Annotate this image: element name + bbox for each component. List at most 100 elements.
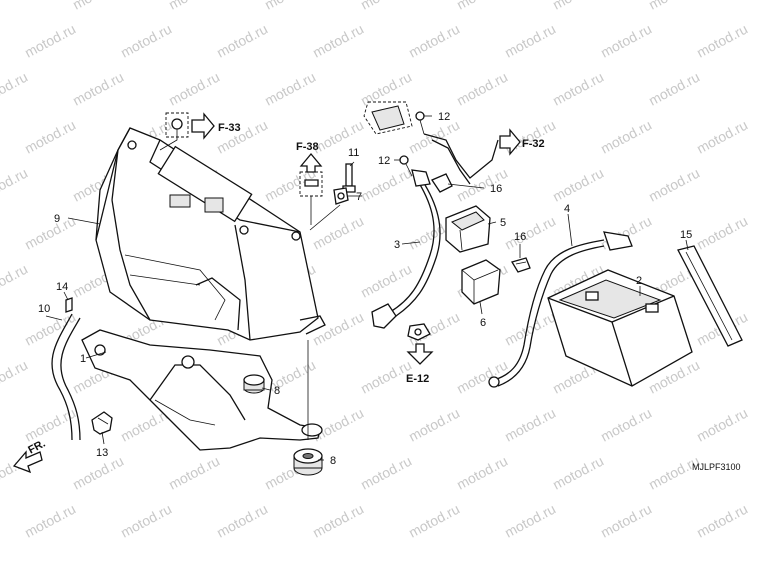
arrow-f38[interactable] (299, 152, 323, 173)
callout-9: 9 (54, 213, 60, 225)
watermark-text: motod.ru (598, 501, 654, 541)
arrow-e12[interactable] (406, 343, 434, 365)
leader-lines (45, 115, 689, 461)
battery-cable-4 (493, 239, 605, 381)
watermark-text: motod.ru (502, 21, 558, 61)
watermark-text: motod.ru (22, 405, 78, 445)
callout-16-lower: 16 (514, 231, 526, 243)
callout-1: 1 (80, 353, 86, 365)
watermark-text: motod.ru (550, 165, 606, 205)
watermark-text: motod.ru (0, 357, 30, 397)
watermark-text: motod.ru (550, 0, 606, 13)
callout-15: 15 (680, 229, 692, 241)
watermark-text: motod.ru (0, 165, 30, 205)
callout-8-lower: 8 (330, 455, 336, 467)
watermark-text: motod.ru (694, 117, 750, 157)
bracket-stay (81, 329, 323, 451)
watermark-text: motod.ru (214, 21, 270, 61)
watermark-text: motod.ru (550, 453, 606, 493)
watermark-text: motod.ru (406, 21, 462, 61)
diagram-code: MJLPF3100 (692, 462, 741, 472)
watermark-text: motod.ru (646, 0, 702, 13)
ref-label-f33[interactable]: F-33 (218, 122, 241, 134)
drain-tube (51, 313, 73, 441)
watermark-text: motod.ru (118, 21, 174, 61)
watermark-text: motod.ru (310, 213, 366, 253)
watermark-text: motod.ru (358, 453, 414, 493)
connector-16-upper (431, 173, 453, 193)
arrow-f32[interactable] (499, 128, 521, 156)
watermark-text: motod.ru (358, 69, 414, 109)
watermark-text: motod.ru (502, 501, 558, 541)
watermark-text: motod.ru (358, 261, 414, 301)
watermark-text: motod.ru (694, 501, 750, 541)
watermark-text: motod.ru (22, 21, 78, 61)
front-arrow (12, 450, 43, 474)
callout-13: 13 (96, 447, 108, 459)
starter-relay-5 (445, 205, 491, 253)
callout-10: 10 (38, 303, 50, 315)
watermark-text: motod.ru (598, 21, 654, 61)
harness-cable-3 (389, 177, 435, 313)
watermark-text: motod.ru (646, 165, 702, 205)
watermark-text: motod.ru (598, 117, 654, 157)
watermark-text: motod.ru (646, 69, 702, 109)
watermark-text: motod.ru (70, 69, 126, 109)
watermark-text: motod.ru (166, 0, 222, 13)
battery-strap-15 (677, 245, 743, 347)
relay-cover-6 (461, 259, 501, 305)
clip-14 (65, 297, 73, 313)
watermark-text: motod.ru (214, 501, 270, 541)
watermark-text: motod.ru (502, 405, 558, 445)
watermark-text: motod.ru (454, 0, 510, 13)
watermark-text: motod.ru (70, 0, 126, 13)
callout-16-upper: 16 (490, 183, 502, 195)
callout-5: 5 (500, 217, 506, 229)
watermark-text: motod.ru (310, 21, 366, 61)
callout-3: 3 (394, 239, 400, 251)
watermark-text: motod.ru (454, 69, 510, 109)
watermark-text: motod.ru (0, 0, 30, 13)
watermark-text: motod.ru (22, 501, 78, 541)
callout-7: 7 (356, 191, 362, 203)
watermark-text: motod.ru (166, 69, 222, 109)
arrow-f33[interactable] (191, 112, 215, 140)
watermark-text: motod.ru (262, 0, 318, 13)
ref-box-f32 (363, 101, 413, 135)
collar-7 (333, 187, 349, 205)
watermark-text: motod.ru (502, 213, 558, 253)
clamp-13 (91, 411, 113, 435)
grommet-upper (243, 374, 265, 394)
watermark-text: motod.ru (262, 69, 318, 109)
watermark-text: motod.ru (646, 453, 702, 493)
callout-2: 2 (636, 275, 642, 287)
watermark-text: motod.ru (358, 165, 414, 205)
callout-11: 11 (348, 147, 359, 159)
watermark-text: motod.ru (118, 501, 174, 541)
callout-6: 6 (480, 317, 486, 329)
bolt-12-upper (415, 111, 425, 135)
watermark-text: motod.ru (0, 69, 30, 109)
callout-14: 14 (56, 281, 68, 293)
watermark-text: motod.ru (310, 501, 366, 541)
watermark-text: motod.ru (454, 453, 510, 493)
watermark-text: motod.ru (406, 501, 462, 541)
callout-8-upper: 8 (274, 385, 280, 397)
watermark-text: motod.ru (310, 405, 366, 445)
watermark-text: motod.ru (0, 261, 30, 301)
ref-label-e12[interactable]: E-12 (406, 373, 429, 385)
callout-12-lower: 12 (378, 155, 390, 167)
grommet-lower (293, 448, 323, 476)
ref-label-f38[interactable]: F-38 (296, 141, 319, 153)
callout-4: 4 (564, 203, 570, 215)
watermark-text: motod.ru (694, 405, 750, 445)
watermark-text: motod.ru (166, 453, 222, 493)
watermark-text: motod.ru (406, 405, 462, 445)
nut-e12 (407, 323, 431, 341)
watermark-text: motod.ru (694, 21, 750, 61)
connector-16-lower (511, 257, 531, 273)
ref-label-f32[interactable]: F-32 (522, 138, 545, 150)
relay-stay (423, 133, 499, 179)
